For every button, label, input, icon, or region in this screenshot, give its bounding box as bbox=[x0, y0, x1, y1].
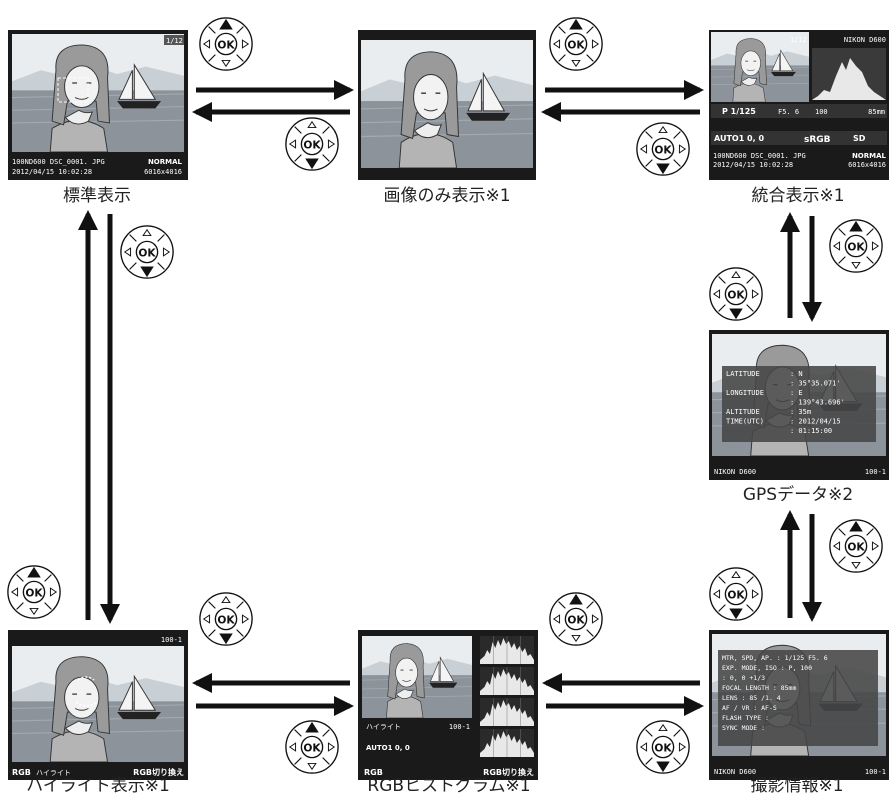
overview-aperture: F5. 6 bbox=[778, 108, 799, 116]
gps-row-value: : 35m bbox=[790, 408, 811, 416]
standard-quality: NORMAL bbox=[148, 158, 183, 166]
caption-shooting: 撮影情報※1 bbox=[750, 776, 843, 794]
shooting-info-row: LENS : 85 /1. 4 bbox=[722, 694, 781, 702]
gps-row-value: : N bbox=[790, 370, 803, 378]
screen-image-only: 画像のみ表示※1 bbox=[358, 30, 536, 206]
gps-row-label: LATITUDE bbox=[726, 370, 760, 378]
overview-counter: 1/12 bbox=[790, 36, 807, 44]
transition-arrows bbox=[88, 90, 812, 706]
rgb-frame: 100-1 bbox=[449, 723, 470, 731]
overview-histogram bbox=[812, 48, 886, 100]
multi-selector-up-icon bbox=[285, 720, 339, 774]
multi-selector-down-icon bbox=[199, 592, 253, 646]
multi-selector-down-icon bbox=[709, 567, 763, 621]
caption-image-only: 画像のみ表示※1 bbox=[383, 186, 510, 206]
histogram-blue bbox=[480, 729, 534, 757]
overview-folder: 100ND600 DSC_0001. JPG bbox=[713, 152, 806, 160]
shooting-info-row: FOCAL LENGTH : 85mm bbox=[722, 684, 796, 692]
overview-focal: 85mm bbox=[868, 108, 885, 116]
shooting-frame: 100-1 bbox=[865, 768, 886, 776]
shooting-info-row: AF / VR : AF-S bbox=[722, 704, 777, 712]
gps-row-label: ALTITUDE bbox=[726, 408, 760, 416]
standard-size: 6016x4016 bbox=[144, 168, 182, 176]
caption-standard: 標準表示 bbox=[63, 186, 131, 206]
gps-camera: NIKON D600 bbox=[714, 468, 756, 476]
screen-standard: 1/12 100ND600 DSC_0001. JPG NORMAL 2012/… bbox=[8, 30, 188, 206]
multi-selector-up-icon bbox=[549, 592, 603, 646]
overview-quality: NORMAL bbox=[852, 152, 887, 160]
screen-overview: 1/12 NIKON D600 P 1/125 F5. 6 100 85mm A… bbox=[709, 30, 889, 206]
shooting-camera: NIKON D600 bbox=[714, 768, 756, 776]
gps-row-value: : 35°35.071' bbox=[790, 380, 841, 388]
multi-selector-down-icon bbox=[709, 267, 763, 321]
standard-counter: 1/12 bbox=[166, 37, 183, 45]
shooting-info-row: MTR, SPD, AP. : 1/125 F5. 6 bbox=[722, 654, 828, 662]
overview-size: 6016x4016 bbox=[848, 161, 886, 169]
shooting-info-row: : 0, 0 +1/3 bbox=[722, 674, 765, 682]
gps-frame: 100-1 bbox=[865, 468, 886, 476]
rgb-wb: AUTO1 0, 0 bbox=[366, 744, 410, 752]
screen-highlights: 100-1 RGB ハイライト RGB切り換え ハイライト表示※1 bbox=[8, 630, 188, 794]
caption-highlights: ハイライト表示※1 bbox=[26, 776, 170, 794]
screen-rgb-histogram: ハイライト 100-1 AUTO1 0, 0 RGB RGB切り換え RGBヒス… bbox=[358, 630, 538, 794]
histogram-red bbox=[480, 667, 534, 695]
gps-row-label: LONGITUDE bbox=[726, 389, 764, 397]
multi-selector-down-icon bbox=[636, 720, 690, 774]
caption-rgb: RGBヒストグラム※1 bbox=[367, 776, 530, 794]
multi-selector-up-icon bbox=[829, 519, 883, 573]
caption-overview: 統合表示※1 bbox=[751, 186, 844, 206]
overview-picture-control: SD bbox=[853, 134, 866, 143]
multi-selector-down-icon bbox=[285, 117, 339, 171]
standard-datetime: 2012/04/15 10:02:28 bbox=[12, 168, 92, 176]
shooting-info-row: FLASH TYPE : bbox=[722, 714, 769, 722]
multi-selector-up-icon bbox=[549, 17, 603, 71]
histogram-green bbox=[480, 698, 534, 726]
shooting-info-row: SYNC MODE : bbox=[722, 724, 765, 732]
overview-color-space: sRGB bbox=[804, 135, 831, 145]
overview-camera: NIKON D600 bbox=[844, 36, 886, 44]
overview-iso: 100 bbox=[815, 108, 828, 116]
shooting-info-row: EXP. MODE, ISO : P, 100 bbox=[722, 664, 812, 672]
overview-shutter: P 1/125 bbox=[722, 107, 756, 116]
screen-gps: LATITUDE : N : 35°35.071' LONGITUDE : E : 139… bbox=[709, 330, 889, 505]
gps-row-value: : 2012/04/15 bbox=[790, 418, 841, 426]
screen-shooting-info: MTR, SPD, AP. : 1/125 F5. 6 EXP. MODE, IS… bbox=[709, 630, 889, 794]
gps-row-value: : 01:15:00 bbox=[790, 427, 832, 435]
rgb-highlight-label: ハイライト bbox=[366, 723, 401, 731]
overview-datetime: 2012/04/15 10:02:28 bbox=[713, 161, 793, 169]
gps-row-value: : E bbox=[790, 389, 803, 397]
caption-gps: GPSデータ※2 bbox=[743, 484, 853, 505]
standard-folder: 100ND600 DSC_0001. JPG bbox=[12, 158, 105, 166]
overview-wb: AUTO1 0, 0 bbox=[714, 134, 764, 143]
multi-selector-up-icon bbox=[7, 565, 61, 619]
histogram-rgb bbox=[480, 636, 534, 664]
highlight-frame: 100-1 bbox=[161, 636, 182, 644]
multi-selector-down-icon bbox=[636, 122, 690, 176]
multi-selector-up-icon bbox=[829, 219, 883, 273]
gps-row-value: : 139°43.696' bbox=[790, 399, 845, 407]
gps-row-label: TIME(UTC) bbox=[726, 418, 764, 426]
multi-selector-down-icon bbox=[120, 225, 174, 279]
multi-selector-up-icon bbox=[199, 17, 253, 71]
